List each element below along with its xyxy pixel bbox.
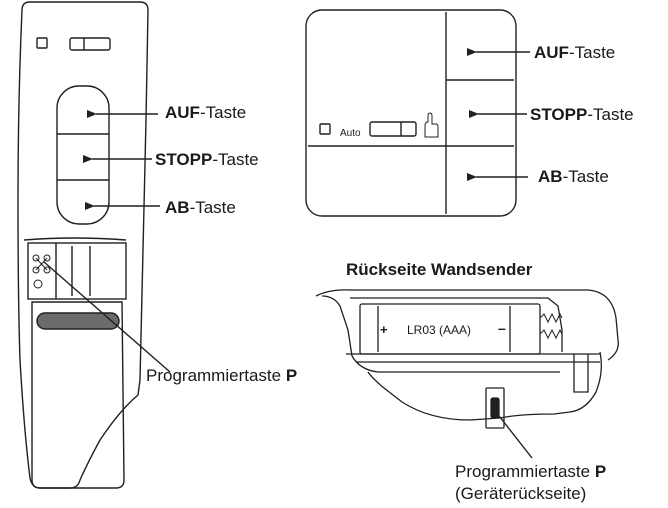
remote-auf-label: AUF-Taste (165, 103, 247, 122)
wall-ab-label: AB-Taste (538, 167, 609, 186)
back-arrow (495, 411, 533, 459)
remote-compartment (27, 242, 127, 300)
hand-pointer-icon (424, 112, 439, 138)
remote-slot (36, 312, 120, 330)
wall-body (305, 9, 517, 217)
geraeterueckseite-label: (Geräterückseite) (455, 484, 587, 503)
remote-ab-label: AB-Taste (165, 198, 236, 217)
battery-plus: + (380, 322, 388, 337)
back-programmiertaste-label: Programmiertaste P (455, 462, 607, 481)
remote-cover (31, 301, 125, 489)
battery-label: LR03 (AAA) (407, 323, 472, 337)
auto-label: Auto (340, 128, 361, 139)
battery-minus: – (498, 320, 506, 336)
remote-programmiertaste-label: Programmiertaste P (146, 366, 298, 385)
remote-p-button (32, 254, 51, 289)
rueckseite-title: Rückseite Wandsender (346, 260, 533, 279)
remote-button-column (56, 85, 110, 225)
remote-arrows (43, 110, 171, 373)
wall-transmitter (305, 9, 517, 217)
wall-auf-label: AUF-Taste (534, 43, 616, 62)
wall-arrows (467, 48, 530, 181)
wall-back-drawing (315, 289, 619, 429)
remote-body (17, 1, 149, 489)
hand-transmitter (17, 1, 149, 489)
remote-led (36, 37, 48, 49)
wall-stopp-label: STOPP-Taste (530, 105, 634, 124)
remote-switch (69, 37, 111, 51)
back-p-button (485, 387, 505, 429)
remote-stopp-label: STOPP-Taste (155, 150, 259, 169)
